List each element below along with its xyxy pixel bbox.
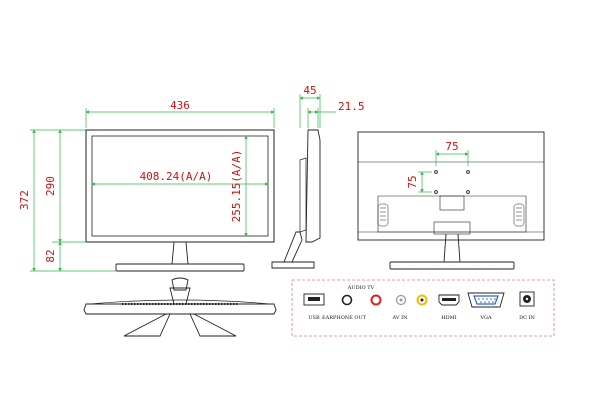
- earphone-jack-icon: [341, 294, 353, 306]
- side-dimensions: [299, 94, 336, 128]
- side-stand-foot: [271, 261, 315, 269]
- port-panel: AUDIO TV USB EARPHONE OUT AV IN HDMI VGA…: [291, 279, 555, 337]
- back-stand-neck: [443, 233, 461, 263]
- label-earphone-out: EARPHONE OUT: [322, 315, 367, 321]
- av-in-yellow-jack-icon: [416, 294, 428, 306]
- label-vga: VGA: [479, 315, 492, 321]
- side-view: [271, 129, 321, 269]
- audio-tv-jack-icon: [370, 294, 382, 306]
- back-panel: [357, 131, 545, 241]
- bottom-stand-spine: [171, 277, 189, 291]
- bottom-stand-neck: [169, 287, 191, 305]
- bottom-stand-leg-right: [189, 313, 237, 337]
- bottom-panel: [83, 303, 277, 315]
- dim-side-depth: 45: [303, 84, 316, 97]
- label-usb: USB: [308, 315, 320, 321]
- port-panel-border: [291, 279, 555, 337]
- usb-port-icon: [303, 293, 325, 306]
- side-panel: [305, 129, 321, 243]
- vent-right: [513, 203, 525, 227]
- front-stand-base: [115, 263, 245, 272]
- side-stand: [283, 231, 303, 263]
- dim-vesa-horizontal: 75: [445, 140, 458, 153]
- bottom-view: [83, 277, 277, 337]
- front-bezel: [85, 129, 275, 243]
- dim-vesa-vertical: 75: [406, 175, 419, 188]
- dc-in-port-icon: [519, 291, 535, 307]
- back-center-housing: [377, 195, 527, 233]
- vga-port-icon: [467, 292, 505, 308]
- vent-left: [377, 203, 389, 227]
- dim-panel-height: 290: [44, 176, 57, 196]
- front-dimensions: [30, 108, 275, 272]
- dim-panel-depth: 21.5: [338, 100, 365, 113]
- hdmi-port-icon: [438, 294, 460, 306]
- back-view: [357, 131, 545, 270]
- front-screen: [91, 135, 269, 237]
- dim-overall-width: 436: [170, 99, 190, 112]
- dim-viewable-width: 408.24(A/A): [140, 170, 213, 183]
- back-stand-base: [389, 261, 515, 270]
- label-audio-tv: AUDIO TV: [347, 285, 375, 291]
- side-back-bulge: [299, 157, 307, 233]
- label-av-in: AV IN: [392, 315, 409, 321]
- front-view: [85, 129, 275, 272]
- dim-stand-height: 82: [44, 249, 57, 262]
- back-stand-mount: [433, 221, 471, 235]
- label-dc-in: DC IN: [519, 315, 535, 321]
- av-in-white-jack-icon: [395, 294, 407, 306]
- back-port-panel: [439, 195, 465, 211]
- label-hdmi: HDMI: [441, 315, 456, 321]
- bottom-stand-leg-left: [123, 313, 171, 337]
- dim-overall-height: 372: [18, 190, 31, 210]
- dim-viewable-height: 255.15(A/A): [230, 150, 243, 223]
- back-dimensions: [418, 150, 469, 193]
- front-stand-neck: [171, 241, 189, 265]
